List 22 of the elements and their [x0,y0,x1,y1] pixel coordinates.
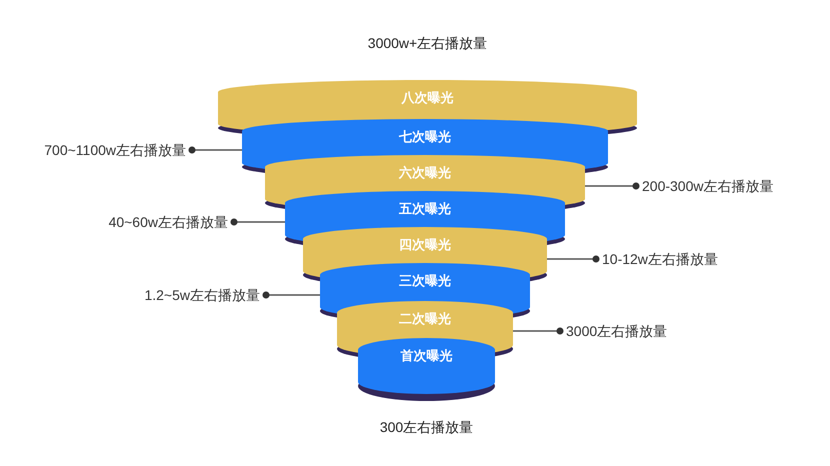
tier-label: 五次曝光 [398,201,452,217]
tier-label: 七次曝光 [398,129,452,145]
leader-line [513,328,564,334]
callout-label: 200-300w左右播放量 [642,177,774,195]
tier-label: 首次曝光 [400,348,454,364]
callout-label: 1.2~5w左右播放量 [144,286,260,304]
callout-label: 40~60w左右播放量 [108,213,228,231]
view-count-label: 300左右播放量 [380,418,474,436]
tier-label: 六次曝光 [398,165,452,181]
tier-label: 四次曝光 [398,237,452,253]
tier-label: 三次曝光 [398,273,452,289]
tier-label: 二次曝光 [398,311,452,327]
leader-line [230,218,285,226]
callout-label: 700~1100w左右播放量 [44,141,186,159]
leader-line [262,292,320,298]
leader-line [188,146,242,154]
callout-label: 3000左右播放量 [566,322,668,340]
leader-line [585,182,640,190]
leader-line [547,256,600,262]
callout-label: 10-12w左右播放量 [602,250,718,268]
tier-label: 八次曝光 [400,90,454,106]
view-count-label: 3000w+左右播放量 [368,34,488,52]
